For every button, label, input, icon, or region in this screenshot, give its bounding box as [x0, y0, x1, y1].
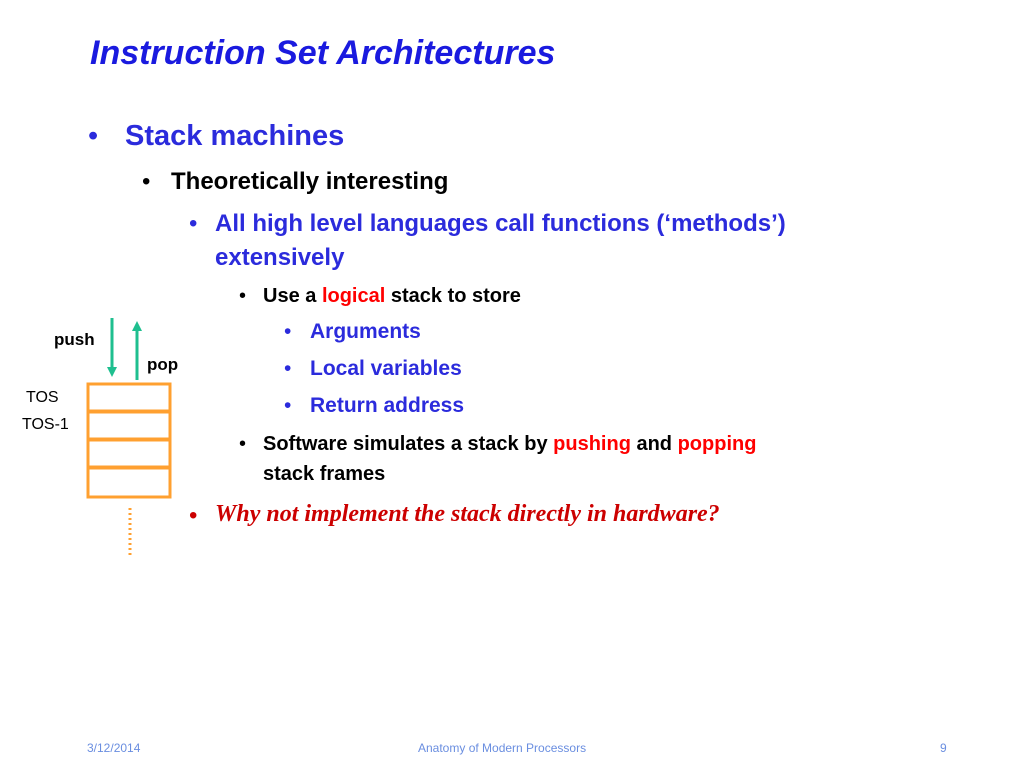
footer-date: 3/12/2014 [87, 741, 141, 755]
bullet-dot: • [284, 357, 292, 380]
bullet-why-not-hardware: Why not implement the stack directly in … [215, 501, 720, 527]
tos-label: TOS [26, 389, 59, 406]
text-use-a: Use a [263, 285, 322, 307]
bullet-dot: • [239, 285, 247, 307]
bullet-software-simulates: Software simulates a stack by pushing an… [263, 433, 756, 456]
text-software-simulates: Software simulates a stack by [263, 433, 554, 455]
bullet-high-level-languages-cont: extensively [215, 244, 345, 271]
bullet-dot: • [142, 168, 151, 195]
stack-slot-tos [86, 382, 172, 413]
stack-diagram [86, 318, 172, 556]
text-logical: logical [321, 285, 386, 307]
bullet-local-variables: Local variables [310, 357, 462, 380]
text-popping: popping [677, 433, 757, 455]
bullet-dot: • [88, 120, 99, 152]
text-and: and [630, 433, 678, 455]
bullet-dot: • [239, 433, 247, 455]
slide-title: Instruction Set Architectures [90, 34, 556, 72]
pop-label: pop [147, 355, 179, 374]
bullet-dot: • [189, 210, 198, 237]
bullet-stack-machines: Stack machines [125, 120, 345, 152]
bullet-use-logical-stack: Use a logical stack to store [263, 285, 521, 308]
footer-title: Anatomy of Modern Processors [418, 741, 587, 755]
bullet-arguments: Arguments [310, 320, 421, 343]
bullet-return-address: Return address [310, 394, 465, 417]
bullet-dot: • [284, 320, 292, 343]
bullet-software-simulates-cont: stack frames [263, 463, 386, 485]
stack-slot-tos-1 [86, 410, 172, 441]
text-pushing: pushing [553, 433, 631, 455]
bullet-theoretically-interesting: Theoretically interesting [171, 168, 449, 195]
bullet-dot: • [284, 394, 292, 417]
text-stack-to-store: stack to store [385, 285, 521, 307]
page-number: 9 [940, 741, 947, 755]
push-label: push [54, 330, 95, 349]
bullet-dot: • [189, 502, 198, 529]
stack-slot [86, 438, 172, 469]
tos-minus-1-label: TOS-1 [22, 416, 69, 433]
stack-slot [86, 466, 172, 499]
bullet-high-level-languages: All high level languages call functions … [215, 210, 786, 237]
